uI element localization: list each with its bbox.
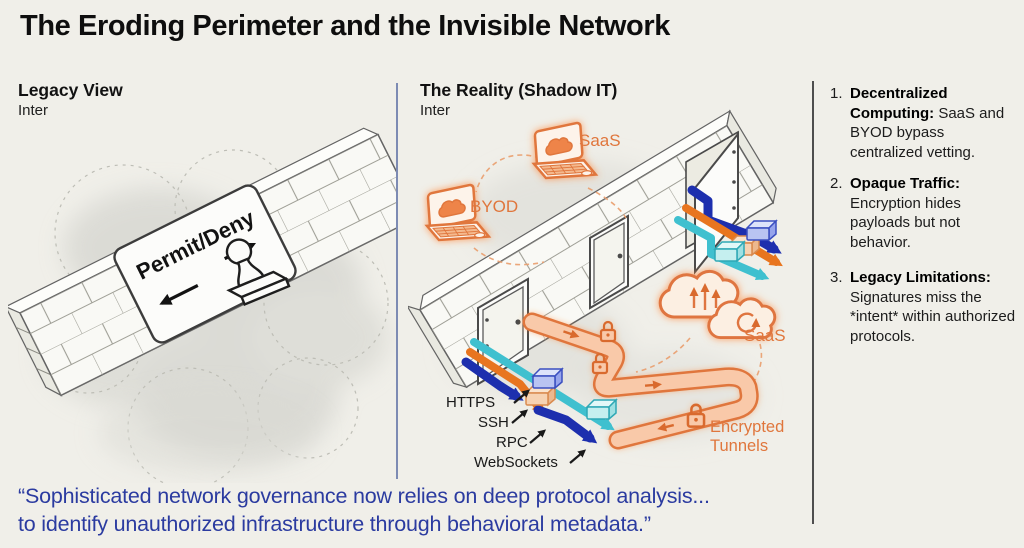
reality-panel-header: The Reality (Shadow IT) Inter [420, 80, 617, 119]
encrypted-tunnels-label: Encrypted [710, 418, 784, 436]
permit-deny-sign: Permit/Deny [113, 184, 297, 344]
shadow-it-dashed-links [473, 154, 763, 403]
permit-arrow-icon [159, 284, 199, 305]
legacy-panel-header: Legacy View Inter [18, 80, 123, 119]
cloud-foreground-blob [98, 391, 318, 475]
reality-panel-title: The Reality (Shadow IT) [420, 80, 618, 100]
quote-line-2: to identify unauthorized infrastructure … [18, 511, 651, 536]
wall-door-middle [589, 214, 629, 310]
lower-traffic-arrows [461, 338, 616, 444]
door-knob [515, 319, 521, 325]
page-title: The Eroding Perimeter and the Invisible … [20, 10, 670, 42]
upper-traffic-arrows [674, 185, 783, 280]
pointer-arrow-icon [513, 389, 531, 404]
stamp-icon [225, 238, 291, 307]
key-point-heading: Decentralized Computing: [850, 85, 948, 122]
packet-box [587, 400, 616, 419]
key-point-number: 1. [830, 85, 843, 102]
key-point-item: 1. Decentralized Computing: SaaS and BYO… [830, 84, 1016, 162]
key-point-item: 2. Opaque Traffic: Encryption hides payl… [830, 174, 1016, 252]
key-point-body: Signatures miss the *intent* within auth… [850, 288, 1016, 345]
legacy-illustration: Permit/Deny [8, 127, 396, 483]
reality-panel-subtitle: Inter [420, 102, 451, 119]
legacy-panel-title: Legacy View [18, 80, 123, 100]
key-point-body: SaaS and BYOD bypass centralized vetting… [850, 104, 1005, 161]
encrypted-tunnel-pipe [522, 312, 759, 450]
packet-box [747, 221, 776, 240]
saas-cloud-icon [658, 269, 777, 340]
packet-box [533, 369, 562, 388]
panel-divider [396, 83, 398, 479]
key-points-list: 1. Decentralized Computing: SaaS and BYO… [830, 84, 1016, 358]
key-point-number: 2. [830, 175, 843, 192]
pointer-arrow-icon [511, 409, 529, 424]
key-point-heading: Legacy Limitations: [850, 269, 991, 286]
sidebar-divider [812, 81, 814, 524]
protocol-label-websockets: WebSockets [474, 454, 558, 471]
quote-line-1: “Sophisticated network governance now re… [18, 484, 710, 508]
sync-arrow-icon [736, 312, 761, 333]
quote: “Sophisticated network governance now re… [18, 483, 710, 539]
packet-box [526, 386, 555, 405]
packet-box [715, 242, 744, 261]
key-point-number: 3. [830, 269, 843, 286]
protocol-label-https: HTTPS [446, 394, 495, 411]
pointer-arrow-icon [569, 449, 587, 464]
reality-illustration: SaaS BYOD SaaS Encrypted Tunnels HTTPS S… [408, 109, 786, 471]
encrypted-tunnels-label2: Tunnels [710, 437, 768, 455]
pointer-arrow-icon [529, 429, 547, 444]
protocol-label-ssh: SSH [478, 414, 509, 431]
pipe-flow-arrows [563, 329, 675, 432]
protocol-label-rpc: RPC [496, 434, 528, 451]
byod-laptop-label: BYOD [470, 197, 518, 216]
key-point-body: Encryption hides payloads but not behavi… [850, 194, 961, 251]
saas-cloud-label: SaaS [744, 326, 786, 345]
key-point-item: 3. Legacy Limitations: Signatures miss t… [830, 268, 1016, 346]
door-knob [617, 253, 623, 259]
protocol-labels: HTTPS SSH RPC WebSockets [446, 389, 587, 471]
upload-arrows-icon [689, 283, 721, 310]
legacy-panel-subtitle: Inter [18, 102, 49, 119]
wall-door-left [477, 277, 529, 386]
key-point-heading: Opaque Traffic: [850, 175, 961, 192]
saas-laptop-label: SaaS [579, 131, 621, 150]
